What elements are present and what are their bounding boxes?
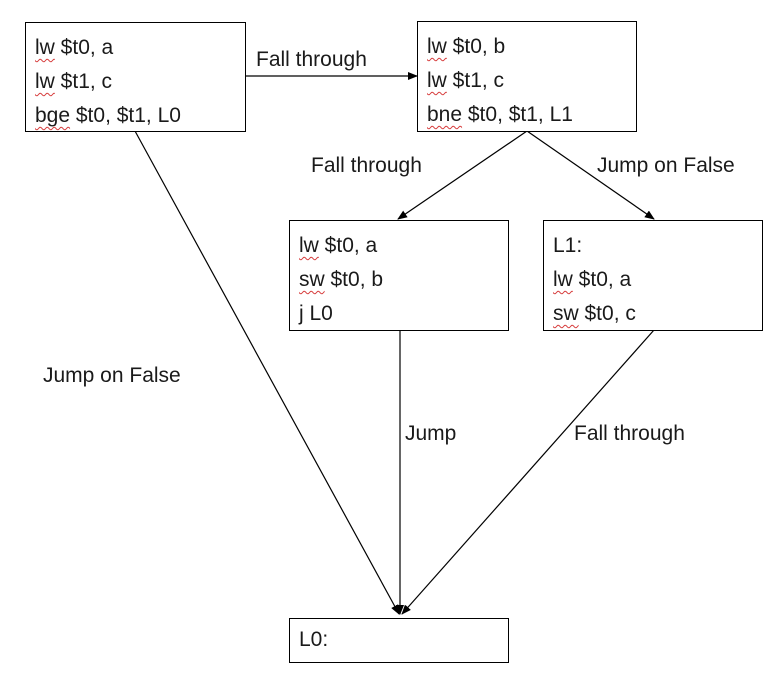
code-line: lw $t1, c bbox=[35, 70, 113, 93]
code-line: sw $t0, c bbox=[553, 302, 636, 325]
edge-label-b2-b3: Fall through bbox=[311, 154, 422, 177]
edge-b1-b5 bbox=[134, 130, 400, 615]
code-line: L1: bbox=[553, 234, 583, 257]
code-line: bge $t0, $t1, L0 bbox=[35, 104, 181, 127]
code-line: lw $t0, a bbox=[35, 36, 114, 59]
edge-b2-b4 bbox=[526, 130, 655, 220]
code-line: j L0 bbox=[299, 302, 333, 325]
basic-block-b3: lw $t0, a sw $t0, b j L0 bbox=[289, 220, 509, 331]
basic-block-b5: L0: bbox=[289, 618, 509, 663]
basic-block-b2: lw $t0, b lw $t1, c bne $t0, $t1, L1 bbox=[417, 21, 637, 132]
code-line: lw $t0, a bbox=[553, 268, 632, 291]
code-line: L0: bbox=[299, 628, 329, 651]
edge-label-b1-b5: Jump on False bbox=[43, 364, 181, 387]
edge-label-b1-b2: Fall through bbox=[256, 48, 367, 71]
basic-block-b1: lw $t0, a lw $t1, c bge $t0, $t1, L0 bbox=[25, 22, 246, 132]
basic-block-b4: L1: lw $t0, a sw $t0, c bbox=[543, 220, 763, 331]
edge-label-b3-b5: Jump bbox=[405, 422, 457, 445]
code-line: lw $t0, b bbox=[427, 35, 506, 58]
code-line: sw $t0, b bbox=[299, 268, 384, 291]
code-line: lw $t1, c bbox=[427, 69, 505, 92]
edge-label-b4-b5: Fall through bbox=[574, 422, 685, 445]
code-line: lw $t0, a bbox=[299, 234, 378, 257]
edge-label-b2-b4: Jump on False bbox=[597, 154, 735, 177]
edge-b4-b5 bbox=[401, 329, 655, 615]
code-line: bne $t0, $t1, L1 bbox=[427, 103, 573, 126]
edge-b2-b3 bbox=[397, 130, 528, 220]
